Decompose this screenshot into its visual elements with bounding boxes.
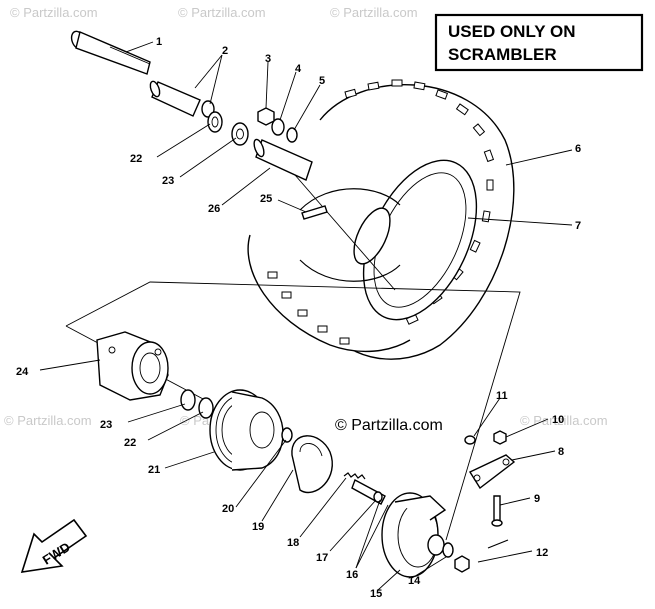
callout-5: 5	[319, 75, 325, 87]
part-19-brake-shoe	[291, 435, 333, 493]
callout-19: 19	[252, 521, 264, 533]
watermark-top-left: © Partzilla.com	[10, 5, 98, 20]
part-20-fitting	[281, 427, 293, 443]
part-7-rim	[294, 159, 478, 321]
part-18-spring	[343, 472, 366, 480]
callout-22-bottom: 22	[124, 437, 136, 449]
callout-10: 10	[552, 414, 564, 426]
callout-14: 14	[408, 575, 421, 587]
notice-line-2: SCRAMBLER	[448, 45, 557, 64]
callout-3: 3	[265, 53, 271, 65]
callout-22-top: 22	[130, 153, 142, 165]
watermark-mid-right: © Partzilla.com	[520, 413, 608, 428]
callout-7: 7	[575, 220, 581, 232]
callout-24: 24	[16, 366, 29, 378]
watermark-top-center: © Partzilla.com	[178, 5, 266, 20]
callout-11: 11	[496, 390, 508, 402]
part-11-washer	[464, 435, 476, 445]
part-23-bearing-bottom	[180, 389, 196, 411]
part-22-seal-bottom	[198, 397, 214, 419]
part-8-brake-arm	[468, 454, 516, 490]
callout-18: 18	[287, 537, 299, 549]
watermark-mid-left: © Partzilla.com	[4, 413, 92, 428]
part-1-axle	[70, 30, 151, 75]
leader-lines	[39, 41, 573, 591]
part-24-hub	[96, 331, 169, 401]
part-25-valve	[301, 205, 328, 220]
part-14-washer	[442, 542, 454, 558]
callout-2: 2	[222, 45, 228, 57]
callout-25: 25	[260, 193, 272, 205]
part-9-bolt	[491, 495, 503, 527]
callout-6: 6	[575, 143, 581, 155]
callout-26: 26	[208, 203, 220, 215]
part-2-spacer	[149, 80, 215, 118]
callout-16: 16	[346, 569, 358, 581]
notice-box: USED ONLY ON SCRAMBLER	[434, 13, 644, 72]
callout-17: 17	[316, 552, 328, 564]
faint-watermarks: © Partzilla.com © Partzilla.com © Partzi…	[4, 5, 608, 428]
fwd-arrow: FWD	[20, 518, 88, 573]
callout-numbers: 1 2 3 4 5 6 7 8 9 10 11 12 14 15 16 17 1…	[16, 36, 581, 600]
callout-23-top: 23	[162, 175, 174, 187]
callout-4: 4	[295, 63, 302, 75]
callout-8: 8	[558, 446, 564, 458]
part-23-bearing-top	[231, 122, 249, 146]
callout-1: 1	[156, 36, 162, 48]
part-4-washer	[271, 118, 285, 136]
part-5-washer	[286, 127, 298, 143]
callout-9: 9	[534, 493, 540, 505]
part-22-seal-top	[207, 111, 223, 133]
callout-20: 20	[222, 503, 234, 515]
part-12-nut	[454, 539, 509, 573]
watermark-main: © Partzilla.com	[335, 417, 443, 434]
callout-21: 21	[148, 464, 160, 476]
callout-15: 15	[370, 588, 382, 600]
notice-line-1: USED ONLY ON	[448, 22, 576, 41]
callout-12: 12	[536, 547, 548, 559]
part-15-brake-panel	[381, 492, 447, 578]
part-10-nut	[493, 430, 507, 445]
watermark-top-right: © Partzilla.com	[330, 5, 418, 20]
callout-23-bottom: 23	[100, 419, 112, 431]
part-26-spacer	[253, 138, 313, 181]
part-3-nut	[257, 107, 275, 126]
part-21-drum	[209, 389, 284, 471]
part-16-pin	[373, 491, 383, 503]
